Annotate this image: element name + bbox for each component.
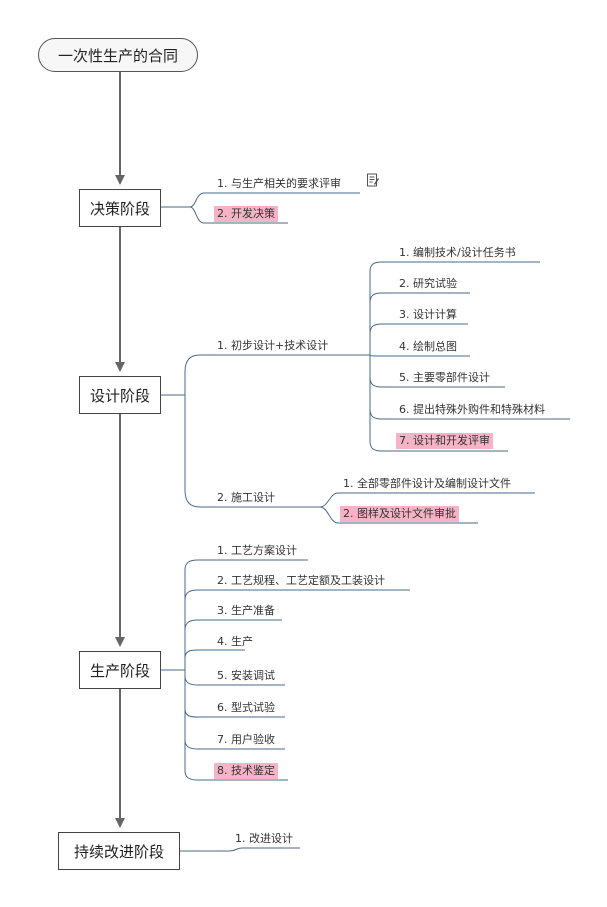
production-connectors <box>160 559 410 781</box>
design-item-1-child-1[interactable]: 1. 编制技术/设计任务书 <box>399 246 516 259</box>
improve-item-1[interactable]: 1. 改进设计 <box>235 832 293 845</box>
decision-connectors <box>160 192 360 224</box>
root-node[interactable]: 一次性生产的合同 <box>38 38 198 72</box>
decision-item-2[interactable]: 2. 开发决策 <box>214 206 278 222</box>
design-item-2-child-1[interactable]: 1. 全部零部件设计及编制设计文件 <box>343 477 511 490</box>
production-item-3[interactable]: 3. 生产准备 <box>217 604 275 617</box>
design-item-2-child-2[interactable]: 2. 图样及设计文件审批 <box>340 506 459 522</box>
decision-item-1[interactable]: 1. 与生产相关的要求评审 <box>217 177 341 190</box>
design-connectors <box>160 261 570 524</box>
design-item-1-child-4[interactable]: 4. 绘制总图 <box>399 340 457 353</box>
production-item-1[interactable]: 1. 工艺方案设计 <box>217 544 297 557</box>
design-item-2[interactable]: 2. 施工设计 <box>217 491 275 504</box>
design-item-1-child-3[interactable]: 3. 设计计算 <box>399 308 457 321</box>
production-item-5[interactable]: 5. 安装调试 <box>217 669 275 682</box>
production-item-8[interactable]: 8. 技术鉴定 <box>214 763 278 779</box>
note-icon[interactable] <box>366 173 380 187</box>
production-item-6[interactable]: 6. 型式试验 <box>217 701 275 714</box>
design-item-1-child-2[interactable]: 2. 研究试验 <box>399 277 457 290</box>
stage-production[interactable]: 生产阶段 <box>79 651 161 689</box>
production-item-4[interactable]: 4. 生产 <box>217 635 253 648</box>
improve-connectors <box>180 847 300 852</box>
design-item-1-child-6[interactable]: 6. 提出特殊外购件和特殊材料 <box>399 403 545 416</box>
production-item-2[interactable]: 2. 工艺规程、工艺定额及工装设计 <box>217 574 385 587</box>
design-item-1[interactable]: 1. 初步设计+技术设计 <box>217 339 329 352</box>
production-item-7[interactable]: 7. 用户验收 <box>217 733 275 746</box>
design-item-1-child-7[interactable]: 7. 设计和开发评审 <box>396 433 493 449</box>
stage-decision[interactable]: 决策阶段 <box>79 189 161 227</box>
design-item-1-child-5[interactable]: 5. 主要零部件设计 <box>399 371 490 384</box>
stage-design[interactable]: 设计阶段 <box>79 376 161 414</box>
stage-improve[interactable]: 持续改进阶段 <box>58 832 180 870</box>
